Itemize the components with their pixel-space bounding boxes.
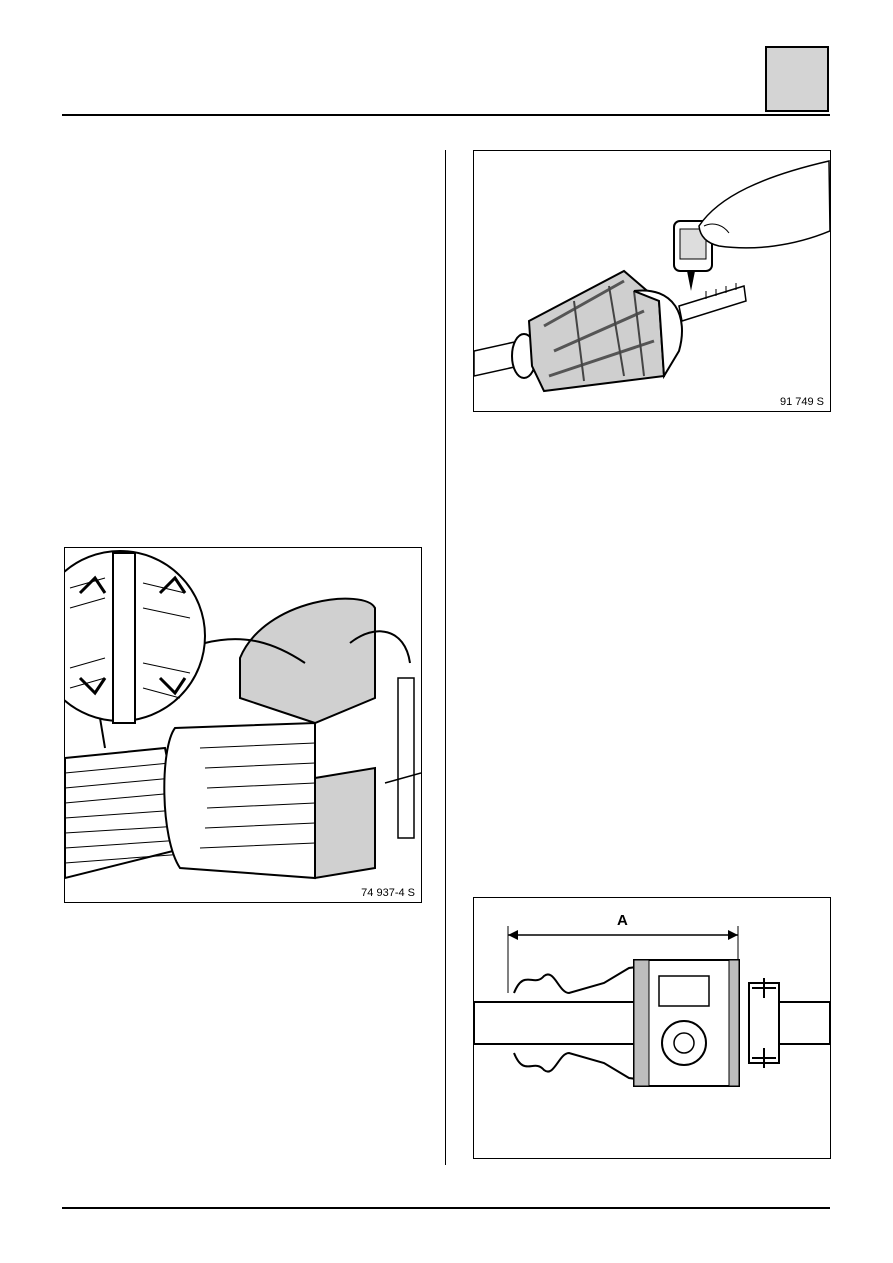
dimension-label: A [617,912,628,929]
joint-dimension-illustration [474,926,830,1087]
figure-spline-assembly: 74 937-4 S [64,547,422,903]
figure-label: 91 749 S [779,396,824,408]
footer-rule [62,1207,830,1209]
column-divider [445,150,446,1165]
figure-label: 74 937-4 S [361,887,415,899]
figure-joint-dimension: A [473,897,831,1159]
section-tab [765,46,829,112]
header-rule [62,114,830,116]
boot-oil-illustration [474,160,830,393]
figure-boot-oil: 91 749 S [473,150,831,412]
spline-assembly-illustration [65,550,421,880]
